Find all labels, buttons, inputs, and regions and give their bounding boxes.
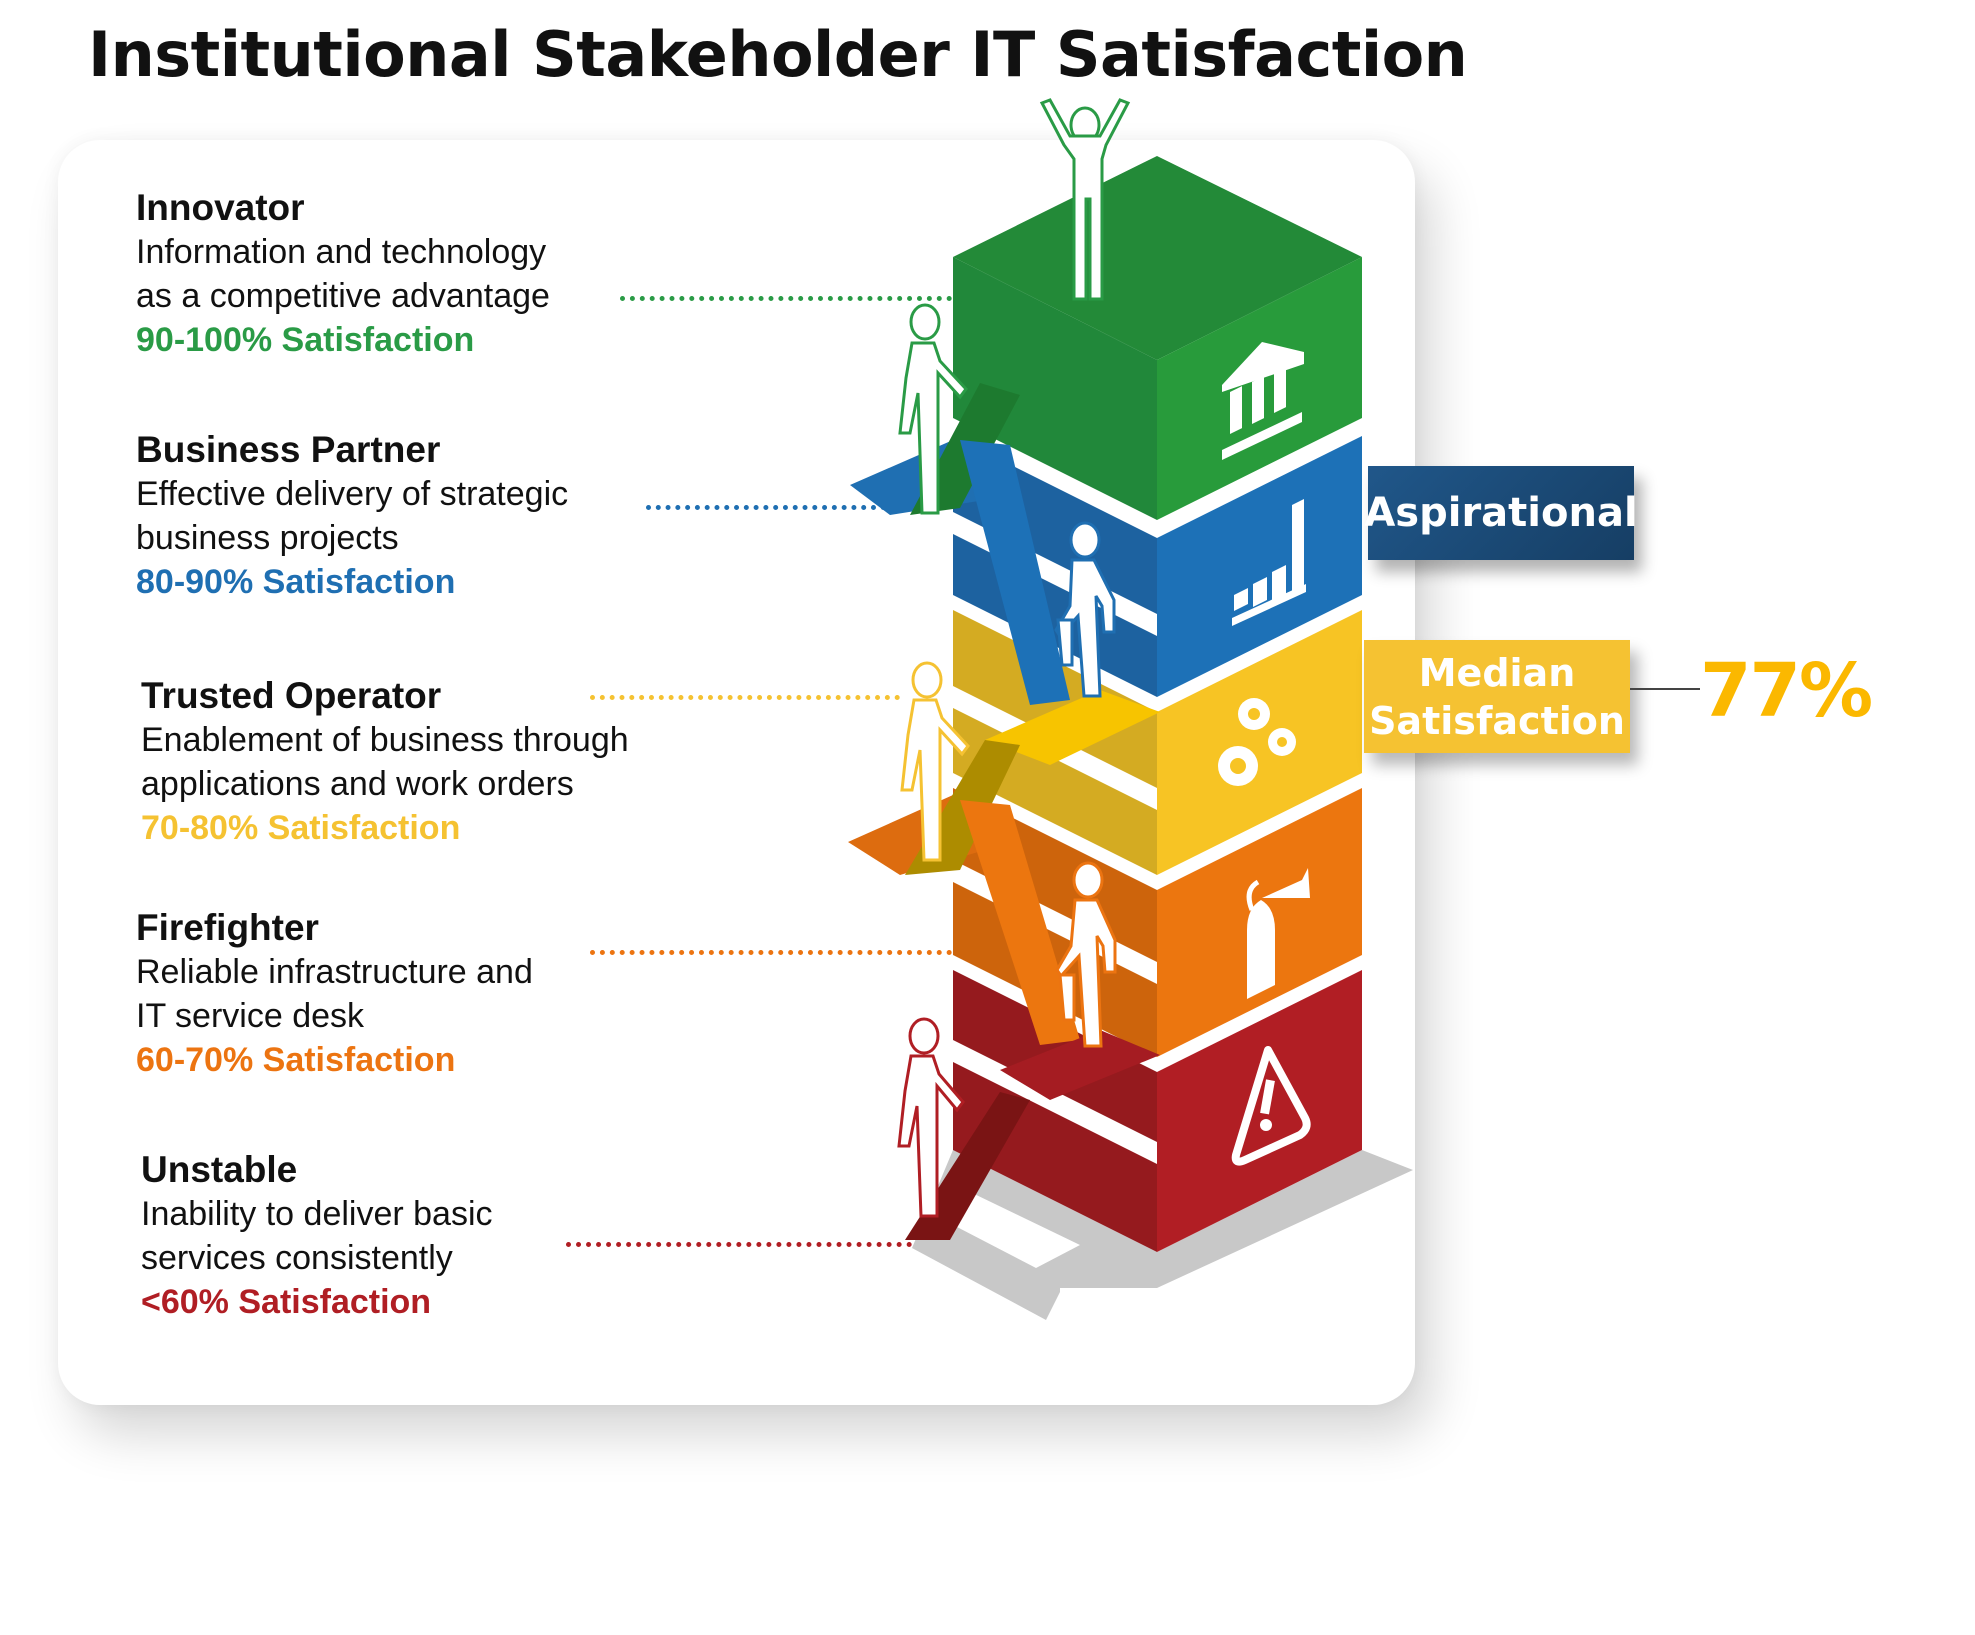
leader-line-trusted-operator: [590, 695, 900, 700]
person-celebrating-icon: [1039, 98, 1131, 301]
level-title: Business Partner: [136, 429, 441, 470]
median-satisfaction-value: 77%: [1700, 648, 1873, 734]
bar-chart-icon: [1232, 499, 1306, 626]
leader-line-unstable: [566, 1242, 912, 1247]
level-trusted-operator: Trusted Operator Enablement of business …: [141, 674, 629, 850]
level-title: Firefighter: [136, 907, 319, 948]
step-platform-yellow: [985, 690, 1160, 765]
median-label-line2: Satisfaction: [1369, 698, 1625, 743]
level-firefighter: Firefighter Reliable infrastructure and …: [136, 906, 533, 1082]
level-innovator: Innovator Information and technology as …: [136, 186, 550, 362]
aspirational-label: Aspirational: [1364, 466, 1638, 560]
median-connector-line: [1630, 688, 1700, 690]
warning-triangle-icon: [1231, 1046, 1311, 1166]
person-climbing-icon: [1055, 861, 1117, 1048]
bank-building-icon: [1222, 342, 1304, 460]
tier-right-face: [1157, 970, 1362, 1252]
level-description: Effective delivery of strategic: [136, 475, 569, 513]
gears-icon: [1218, 698, 1296, 786]
level-title: Unstable: [141, 1149, 298, 1190]
person-climbing-icon: [897, 1017, 965, 1218]
floor-shadow: [912, 1150, 1413, 1320]
tier-right-face: [1157, 610, 1362, 875]
level-range: 60-70% Satisfaction: [136, 1041, 456, 1079]
level-description: Reliable infrastructure and: [136, 953, 533, 991]
leader-line-business-partner: [646, 505, 886, 510]
level-description: Information and technology: [136, 233, 547, 271]
median-satisfaction-label: Median Satisfaction: [1364, 640, 1630, 753]
level-description: Inability to deliver basic: [141, 1195, 493, 1233]
infographic-title: Institutional Stakeholder IT Satisfactio…: [88, 18, 1468, 91]
level-description: business projects: [136, 519, 399, 557]
leader-line-firefighter: [590, 950, 952, 955]
level-title: Trusted Operator: [141, 675, 442, 716]
median-label-line1: Median: [1418, 650, 1576, 695]
tier-top-face: [953, 156, 1362, 360]
person-climbing-icon: [898, 303, 968, 515]
tier-right-face: [1157, 436, 1362, 697]
ramp-orange: [960, 800, 1080, 1045]
person-climbing-icon: [1054, 521, 1116, 698]
level-range: 80-90% Satisfaction: [136, 563, 456, 601]
level-range: 70-80% Satisfaction: [141, 809, 461, 847]
tier-left-face: [953, 257, 1157, 520]
level-description: IT service desk: [136, 997, 365, 1035]
fire-extinguisher-icon: [1246, 868, 1310, 999]
ramp-blue: [960, 440, 1070, 705]
step-platform-red: [1000, 1030, 1160, 1100]
level-range: <60% Satisfaction: [141, 1283, 432, 1321]
leader-line-innovator: [620, 296, 952, 301]
ramps: [848, 383, 1160, 1240]
level-range: 90-100% Satisfaction: [136, 321, 475, 359]
floor-gap: [932, 1190, 1080, 1268]
level-unstable: Unstable Inability to deliver basic serv…: [141, 1148, 493, 1324]
level-business-partner: Business Partner Effective delivery of s…: [136, 428, 568, 604]
level-description: as a competitive advantage: [136, 277, 550, 315]
person-climbing-icon: [900, 661, 970, 862]
level-description: applications and work orders: [141, 765, 574, 803]
level-title: Innovator: [136, 187, 305, 228]
floor-shadow-shape: [912, 1150, 1413, 1320]
level-description: services consistently: [141, 1239, 453, 1277]
level-description: Enablement of business through: [141, 721, 629, 759]
